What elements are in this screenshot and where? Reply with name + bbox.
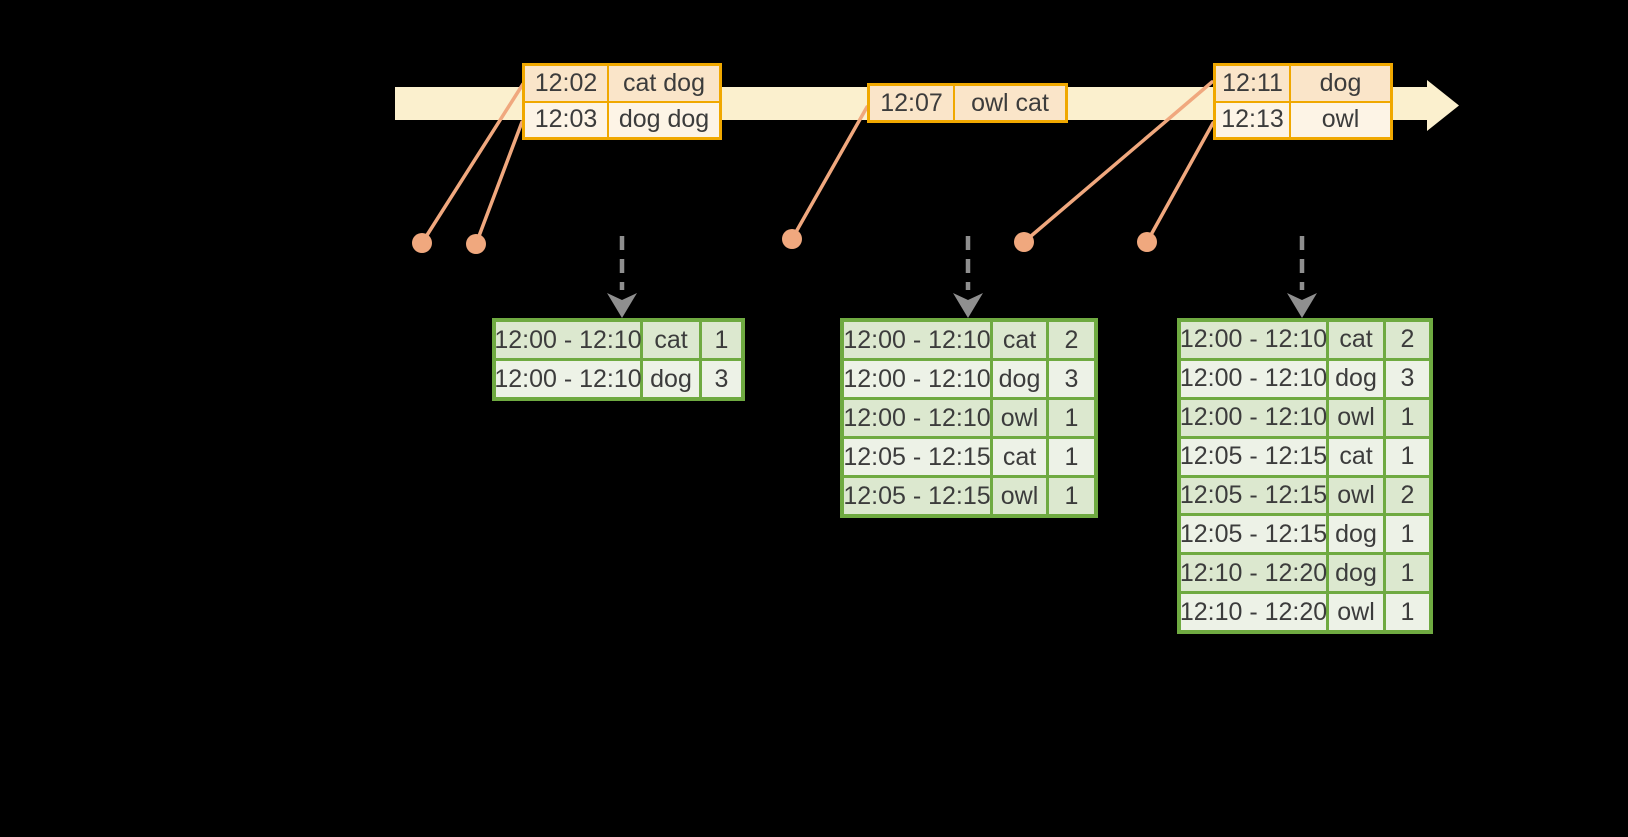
event-table-1: 12:02 cat dog 12:03 dog dog (522, 63, 722, 140)
word-cell: owl (993, 478, 1046, 514)
event-row: 12:11 dog (1216, 66, 1390, 101)
result-row: 12:00 - 12:10 owl 1 (843, 400, 1094, 436)
word-cell: owl (993, 400, 1046, 436)
result-row: 12:05 - 12:15 cat 1 (843, 439, 1094, 475)
event-words-cell: dog (1291, 66, 1390, 101)
window-cell: 12:10 - 12:20 (1180, 555, 1327, 592)
result-row: 12:00 - 12:10 cat 2 (1180, 322, 1429, 358)
event-table-3: 12:11 dog 12:13 owl (1213, 63, 1393, 140)
count-cell: 1 (1049, 400, 1094, 436)
event-time-cell: 12:13 (1216, 102, 1289, 137)
count-cell: 1 (1386, 438, 1429, 475)
count-cell: 1 (1386, 399, 1429, 436)
window-cell: 12:05 - 12:15 (843, 478, 991, 514)
count-cell: 1 (1049, 478, 1094, 514)
word-cell: owl (1329, 594, 1383, 630)
result-row: 12:05 - 12:15 cat 1 (1180, 438, 1429, 475)
count-cell: 1 (1386, 594, 1429, 630)
event-words-cell: owl cat (955, 86, 1065, 120)
result-row: 12:00 - 12:10 dog 3 (843, 361, 1094, 397)
word-cell: dog (1329, 555, 1383, 592)
result-row: 12:00 - 12:10 owl 1 (1180, 399, 1429, 436)
event-time-cell: 12:11 (1216, 66, 1289, 101)
trigger-arrow-icon (953, 236, 983, 318)
window-cell: 12:10 - 12:20 (1180, 594, 1327, 630)
window-cell: 12:05 - 12:15 (1180, 477, 1327, 514)
result-row: 12:05 - 12:15 owl 1 (843, 478, 1094, 514)
result-row: 12:00 - 12:10 cat 1 (494, 322, 741, 358)
event-time-cell: 12:03 (525, 102, 607, 137)
result-row: 12:00 - 12:10 cat 2 (843, 322, 1094, 358)
event-words-cell: dog dog (609, 102, 719, 137)
count-cell: 2 (1049, 322, 1094, 358)
connector-line (420, 82, 525, 245)
connector-line (474, 120, 524, 246)
window-cell: 12:05 - 12:15 (1180, 516, 1327, 553)
event-dot-icon (1014, 232, 1034, 252)
result-row: 12:00 - 12:10 dog 3 (1180, 360, 1429, 397)
event-time-cell: 12:02 (525, 66, 607, 101)
connector-line (790, 105, 869, 241)
timeline-arrowhead-icon (1427, 80, 1459, 131)
count-cell: 1 (1386, 516, 1429, 553)
event-words-cell: cat dog (609, 66, 719, 101)
window-cell: 12:00 - 12:10 (843, 361, 991, 397)
word-cell: dog (1329, 360, 1383, 397)
window-cell: 12:05 - 12:15 (1180, 438, 1327, 475)
window-cell: 12:05 - 12:15 (843, 439, 991, 475)
event-dot-icon (466, 234, 486, 254)
window-cell: 12:00 - 12:10 (843, 322, 991, 358)
word-cell: dog (1329, 516, 1383, 553)
event-row: 12:13 owl (1216, 102, 1390, 137)
connector-line (1022, 80, 1214, 244)
word-cell: dog (643, 361, 699, 397)
word-cell: cat (1329, 322, 1383, 358)
count-cell: 1 (702, 322, 741, 358)
word-cell: cat (993, 322, 1046, 358)
window-cell: 12:00 - 12:10 (1180, 360, 1327, 397)
result-row: 12:05 - 12:15 owl 2 (1180, 477, 1429, 514)
result-table-2: 12:00 - 12:10 cat 2 12:00 - 12:10 dog 3 … (840, 318, 1098, 518)
event-row: 12:07 owl cat (870, 86, 1065, 120)
count-cell: 2 (1386, 477, 1429, 514)
word-cell: dog (993, 361, 1046, 397)
count-cell: 3 (1386, 360, 1429, 397)
result-row: 12:10 - 12:20 dog 1 (1180, 555, 1429, 592)
window-cell: 12:00 - 12:10 (1180, 322, 1327, 358)
event-row: 12:02 cat dog (525, 66, 719, 101)
result-row: 12:05 - 12:15 dog 1 (1180, 516, 1429, 553)
window-cell: 12:00 - 12:10 (843, 400, 991, 436)
count-cell: 1 (1386, 555, 1429, 592)
count-cell: 2 (1386, 322, 1429, 358)
window-cell: 12:00 - 12:10 (1180, 399, 1327, 436)
count-cell: 1 (1049, 439, 1094, 475)
event-dot-icon (782, 229, 802, 249)
event-row: 12:03 dog dog (525, 102, 719, 137)
word-cell: cat (643, 322, 699, 358)
trigger-arrow-icon (1287, 236, 1317, 318)
window-cell: 12:00 - 12:10 (494, 361, 642, 397)
window-cell: 12:00 - 12:10 (494, 322, 642, 358)
result-table-1: 12:00 - 12:10 cat 1 12:00 - 12:10 dog 3 (492, 318, 745, 401)
word-cell: cat (1329, 438, 1383, 475)
trigger-arrow-icon (607, 236, 637, 318)
word-cell: cat (993, 439, 1046, 475)
result-row: 12:10 - 12:20 owl 1 (1180, 594, 1429, 630)
result-row: 12:00 - 12:10 dog 3 (494, 361, 741, 397)
word-cell: owl (1329, 477, 1383, 514)
word-cell: owl (1329, 399, 1383, 436)
count-cell: 3 (702, 361, 741, 397)
event-dot-icon (412, 233, 432, 253)
count-cell: 3 (1049, 361, 1094, 397)
connector-line (1145, 121, 1215, 244)
event-table-2: 12:07 owl cat (867, 83, 1068, 123)
event-dot-icon (1137, 232, 1157, 252)
event-words-cell: owl (1291, 102, 1390, 137)
event-time-cell: 12:07 (870, 86, 953, 120)
result-table-3: 12:00 - 12:10 cat 2 12:00 - 12:10 dog 3 … (1177, 318, 1433, 634)
